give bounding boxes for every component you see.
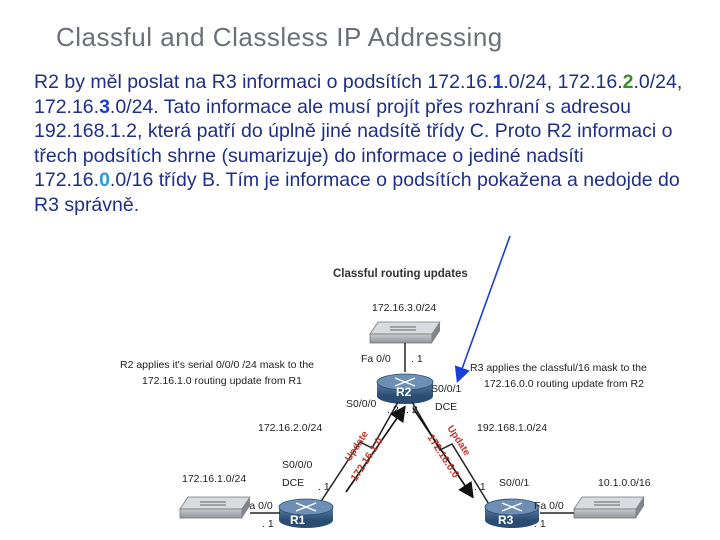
update-arrow-r1-to-r2: [345, 405, 406, 493]
left-note-line-1: R2 applies it's serial 0/0/0 /24 mask to…: [120, 359, 314, 371]
highlight-subnet-1: 1: [492, 71, 504, 93]
net-label-left-link: 172.16.2.0/24: [258, 422, 322, 434]
paragraph-text-2: .0/24, 172.16.: [503, 71, 623, 93]
r1-dce-label: DCE: [282, 477, 304, 489]
highlight-subnet-0: 0: [99, 169, 110, 191]
r2-fa-label: Fa 0/0: [361, 353, 391, 365]
serial-link-r1-r2: [317, 401, 399, 507]
r1-serial-ip: . 1: [318, 481, 330, 493]
r2-fa-ip: . 1: [411, 353, 423, 365]
r2-dce-label: DCE: [435, 401, 457, 413]
r2-s000-label: S0/0/0: [346, 398, 377, 410]
highlight-subnet-2: 2: [622, 71, 634, 93]
paragraph-text-3: .0/24, 172.16.: [34, 71, 683, 118]
right-note-line-1: R3 applies the classful/16 mask to the: [470, 362, 647, 374]
update-arrow-r2-to-r3: [412, 407, 474, 499]
router-r3-label: R3: [498, 513, 514, 527]
r1-fa-label: Fa 0/0: [243, 500, 273, 512]
net-label-r3-lan: 10.1.0.0/16: [598, 477, 651, 489]
r2-s001-label: S0/0/1: [431, 383, 462, 395]
highlight-subnet-3: 3: [99, 95, 110, 118]
r3-fa-label: Fa 0/0: [534, 500, 564, 512]
net-label-top: 172.16.3.0/24: [372, 302, 436, 314]
r2-ip-right: . 2: [406, 404, 418, 416]
pointer-arrow: [454, 235, 511, 384]
r3-fa-ip: . 1: [534, 518, 546, 530]
r3-serial-ip: . 1: [474, 481, 486, 493]
router-r2-icon: [376, 373, 434, 404]
right-note-line-2: 172.16.0.0 routing update from R2: [484, 378, 644, 390]
left-note-line-2: 172.16.1.0 routing update from R1: [142, 375, 302, 387]
router-r2-label: R2: [396, 385, 412, 399]
router-r1-icon: [278, 498, 334, 528]
net-label-r1-lan: 172.16.1.0/24: [182, 473, 246, 485]
switch-r3-icon: [573, 496, 645, 519]
router-r1-label: R1: [290, 513, 306, 527]
paragraph-text-5: .0/16 třídy B. Tím je informace o podsít…: [34, 169, 680, 216]
r3-s001-label: S0/0/1: [499, 477, 530, 489]
diagram-heading: Classful routing updates: [333, 268, 468, 280]
paragraph-text-4: .0/24. Tato informace ale musí projít př…: [34, 95, 673, 192]
net-label-right-link: 192.168.1.0/24: [477, 422, 547, 434]
switch-r1-icon: [179, 496, 251, 519]
explanation-paragraph: R2 by měl poslat na R3 informaci o podsí…: [34, 70, 694, 217]
page-title: Classful and Classless IP Addressing: [56, 22, 503, 52]
r1-s000-label: S0/0/0: [282, 459, 313, 471]
paragraph-text-1: R2 by měl poslat na R3 informaci o podsí…: [34, 71, 493, 93]
r1-fa-ip: . 1: [262, 518, 274, 530]
router-r3-icon: [484, 498, 540, 528]
switch-top-icon: [369, 321, 441, 344]
